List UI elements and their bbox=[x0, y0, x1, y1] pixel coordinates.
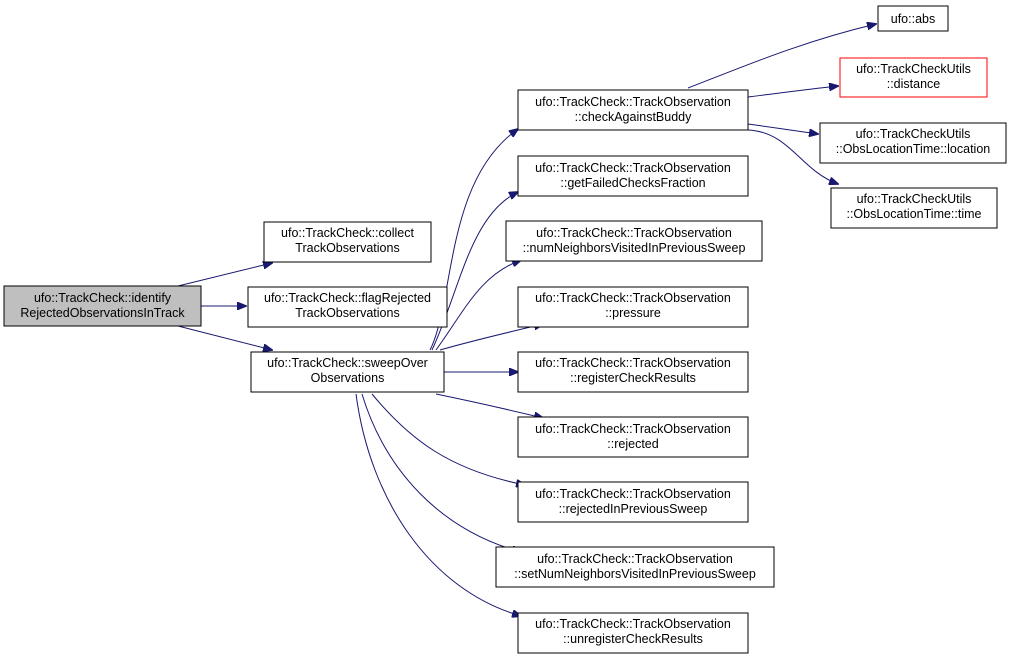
node-box bbox=[819, 122, 1007, 164]
node-checkAgainstBuddy[interactable]: ufo::TrackCheck::TrackObservation ::chec… bbox=[517, 89, 749, 131]
node-label-line2: ::pressure bbox=[605, 306, 661, 320]
node-box bbox=[877, 5, 949, 32]
node-label-line2: TrackObservations bbox=[295, 241, 399, 255]
node-label-line2: RejectedObservationsInTrack bbox=[20, 306, 185, 320]
edge-checkAgainstBuddy-time bbox=[747, 129, 838, 184]
node-location[interactable]: ufo::TrackCheckUtils ::ObsLocationTime::… bbox=[819, 122, 1007, 164]
node-numNeighbors[interactable]: ufo::TrackCheck::TrackObservation ::numN… bbox=[505, 220, 763, 262]
node-label-line2: ::distance bbox=[887, 77, 941, 91]
node-registerCheckResults[interactable]: ufo::TrackCheck::TrackObservation ::regi… bbox=[517, 351, 749, 393]
node-label-line1: ufo::TrackCheck::flagRejected bbox=[264, 291, 431, 305]
node-label-line1: ufo::TrackCheck::TrackObservation bbox=[535, 617, 731, 631]
node-box bbox=[517, 481, 749, 523]
node-label-line2: ::unregisterCheckResults bbox=[563, 632, 703, 646]
node-box bbox=[250, 351, 445, 393]
node-identify[interactable]: ufo::TrackCheck::identify RejectedObserv… bbox=[3, 285, 202, 327]
node-rejectedInPreviousSweep[interactable]: ufo::TrackCheck::TrackObservation ::reje… bbox=[517, 481, 749, 523]
node-pressure[interactable]: ufo::TrackCheck::TrackObservation ::pres… bbox=[517, 286, 749, 328]
node-label-line2: ::checkAgainstBuddy bbox=[575, 110, 692, 124]
node-label-line2: ::ObsLocationTime::location bbox=[836, 142, 991, 156]
edges bbox=[177, 24, 876, 616]
node-label-line2: ::getFailedChecksFraction bbox=[560, 176, 705, 190]
node-box bbox=[247, 286, 448, 328]
node-box bbox=[517, 612, 749, 654]
edge-sweep-setNumNeighbors bbox=[361, 393, 521, 552]
edge-identify-collect bbox=[177, 263, 272, 287]
node-label-line2: ::registerCheckResults bbox=[570, 371, 696, 385]
node-label-line1: ufo::TrackCheck::TrackObservation bbox=[535, 291, 731, 305]
node-box bbox=[517, 155, 749, 197]
node-rejected[interactable]: ufo::TrackCheck::TrackObservation ::reje… bbox=[517, 416, 749, 458]
edge-sweep-unregisterCheckResults bbox=[355, 393, 521, 616]
node-label-line1: ufo::TrackCheck::TrackObservation bbox=[535, 356, 731, 370]
edge-checkAgainstBuddy-abs bbox=[687, 24, 876, 89]
node-box bbox=[517, 351, 749, 393]
node-getFailedChecksFraction[interactable]: ufo::TrackCheck::TrackObservation ::getF… bbox=[517, 155, 749, 197]
node-label-line2: ::setNumNeighborsVisitedInPreviousSweep bbox=[514, 567, 756, 581]
node-distance[interactable]: ufo::TrackCheckUtils ::distance bbox=[839, 57, 988, 98]
node-box bbox=[3, 285, 202, 327]
node-sweep[interactable]: ufo::TrackCheck::sweepOver Observations bbox=[250, 351, 445, 393]
node-box bbox=[830, 187, 998, 229]
node-collect[interactable]: ufo::TrackCheck::collect TrackObservatio… bbox=[263, 221, 432, 263]
edge-sweep-rejected bbox=[435, 393, 543, 418]
node-box bbox=[517, 286, 749, 328]
node-label-line2: ::rejected bbox=[607, 437, 658, 451]
node-setNumNeighbors[interactable]: ufo::TrackCheck::TrackObservation ::setN… bbox=[495, 546, 775, 588]
node-label-line2: Observations bbox=[311, 371, 385, 385]
node-flag[interactable]: ufo::TrackCheck::flagRejected TrackObser… bbox=[247, 286, 448, 328]
node-time[interactable]: ufo::TrackCheckUtils ::ObsLocationTime::… bbox=[830, 187, 998, 229]
node-label-line1: ufo::TrackCheck::TrackObservation bbox=[536, 226, 732, 240]
node-abs[interactable]: ufo::abs bbox=[877, 5, 949, 32]
edge-checkAgainstBuddy-location bbox=[747, 123, 818, 134]
node-label-line2: ::rejectedInPreviousSweep bbox=[559, 502, 708, 516]
node-label-line2: ::numNeighborsVisitedInPreviousSweep bbox=[523, 241, 746, 255]
node-label-line1: ufo::TrackCheck::TrackObservation bbox=[537, 552, 733, 566]
node-box bbox=[263, 221, 432, 263]
node-box bbox=[517, 416, 749, 458]
node-box bbox=[505, 220, 763, 262]
node-label-line1: ufo::TrackCheckUtils bbox=[857, 192, 972, 206]
edge-sweep-rejectedInPreviousSweep bbox=[371, 393, 525, 485]
node-label-line2: TrackObservations bbox=[295, 306, 399, 320]
node-box bbox=[495, 546, 775, 588]
node-label-line1: ufo::TrackCheck::TrackObservation bbox=[535, 422, 731, 436]
node-label-line1: ufo::TrackCheck::sweepOver bbox=[267, 356, 428, 370]
edge-sweep-checkAgainstBuddy bbox=[429, 129, 518, 351]
node-unregisterCheckResults[interactable]: ufo::TrackCheck::TrackObservation ::unre… bbox=[517, 612, 749, 654]
node-box bbox=[517, 89, 749, 131]
edge-identify-sweep bbox=[177, 325, 272, 350]
node-label-line1: ufo::TrackCheck::TrackObservation bbox=[535, 487, 731, 501]
edge-sweep-pressure bbox=[439, 324, 543, 351]
node-label-line1: ufo::TrackCheckUtils bbox=[856, 62, 971, 76]
edge-sweep-getFailedChecksFraction bbox=[431, 192, 518, 351]
edge-sweep-numNeighbors bbox=[435, 260, 521, 351]
node-label-line2: ::ObsLocationTime::time bbox=[846, 207, 981, 221]
node-label-line1: ufo::TrackCheck::TrackObservation bbox=[535, 161, 731, 175]
node-label-line1: ufo::TrackCheck::identify bbox=[34, 291, 172, 305]
node-label-line1: ufo::TrackCheck::collect bbox=[281, 226, 414, 240]
node-label-line1: ufo::TrackCheckUtils bbox=[856, 127, 971, 141]
node-label-line1: ufo::abs bbox=[891, 12, 935, 26]
node-label-line1: ufo::TrackCheck::TrackObservation bbox=[535, 95, 731, 109]
node-box bbox=[839, 57, 988, 98]
edge-checkAgainstBuddy-distance bbox=[747, 86, 838, 98]
